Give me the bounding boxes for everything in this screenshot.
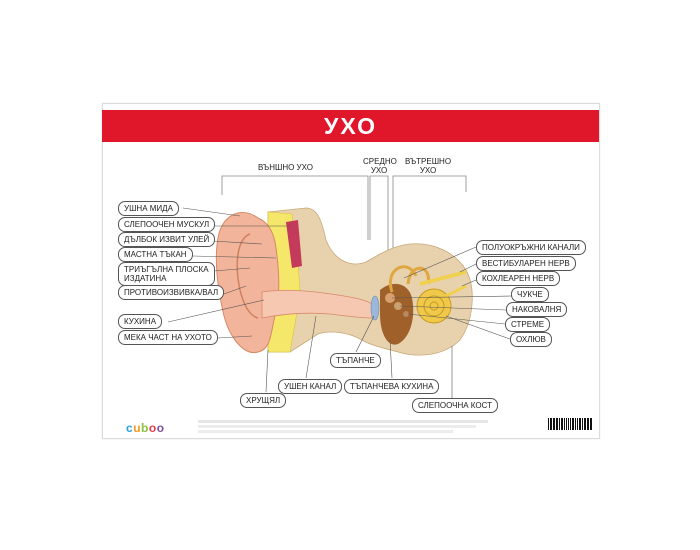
- ear-illustration: [215, 207, 473, 356]
- label-stapes: СТРЕМЕ: [505, 317, 551, 332]
- stapes: [403, 311, 409, 317]
- incus: [394, 302, 402, 310]
- section-middle-line2: УХО: [370, 166, 388, 175]
- section-middle-ear: СРЕДНО УХО: [363, 157, 397, 175]
- label-triangular-fossa-line2: ИЗДАТИНА: [124, 274, 167, 283]
- section-inner-line2: УХО: [419, 166, 437, 175]
- brand-logo-text: cuboo: [126, 421, 165, 435]
- middle-ear-bracket: [369, 175, 389, 250]
- label-cartilage: ХРУЩЯЛ: [240, 393, 287, 408]
- label-tympanic-cavity: ТЪПАНЧЕВА КУХИНА: [344, 379, 440, 394]
- label-antihelix: ПРОТИВОИЗВИВКА/ВАЛ: [118, 285, 225, 300]
- temporal-muscle: [286, 220, 302, 268]
- brand-logo: cuboo: [126, 421, 165, 435]
- barcode: [548, 418, 592, 432]
- section-middle-line1: СРЕДНО: [363, 157, 397, 166]
- label-auricle: УШНА МИДА: [118, 201, 179, 216]
- cochlear-nerve: [445, 284, 467, 298]
- label-deep-groove: ДЪЛБОК ИЗВИТ УЛЕЙ: [118, 232, 216, 247]
- label-cochlear-nerve: КОХЛЕАРЕН НЕРВ: [476, 271, 561, 286]
- leader-lines: [167, 207, 512, 398]
- antihelix-fold: [236, 233, 259, 319]
- inner-ear-bracket: [392, 175, 467, 250]
- section-inner-ear: ВЪТРЕШНО УХО: [403, 157, 453, 175]
- outer-ear-bracket: [221, 175, 369, 240]
- label-cochlea: ОХЛЮВ: [510, 332, 552, 347]
- vestibular-nerve: [419, 270, 467, 286]
- section-outer-ear: ВЪНШНО УХО: [258, 163, 313, 172]
- title-banner: УХО: [102, 110, 599, 142]
- label-fat-tissue: МАСТНА ТЪКАН: [118, 247, 193, 262]
- label-concha: КУХИНА: [118, 314, 163, 329]
- temporal-bone: [267, 207, 473, 356]
- label-triangular-fossa: ТРИЪГЪЛНА ПЛОСКА ИЗДАТИНА: [118, 262, 215, 286]
- eardrum: [370, 295, 380, 321]
- label-temporal-muscle: СЛЕПООЧЕН МУСКУЛ: [118, 217, 216, 232]
- label-incus: НАКОВАЛНЯ: [506, 302, 568, 317]
- label-semicircular-canals: ПОЛУОКРЪЖНИ КАНАЛИ: [476, 240, 586, 255]
- section-inner-line1: ВЪТРЕШНО: [404, 157, 452, 166]
- footer-fine-print: [198, 420, 488, 433]
- label-vestibular-nerve: ВЕСТИБУЛАРЕН НЕРВ: [476, 256, 576, 271]
- label-eardrum: ТЪПАНЧЕ: [330, 353, 381, 368]
- section-brackets: [221, 175, 467, 250]
- label-malleus: ЧУКЧЕ: [511, 287, 549, 302]
- label-temporal-bone: СЛЕПООЧНА КОСТ: [412, 398, 498, 413]
- malleus: [385, 293, 395, 303]
- label-earlobe: МЕКА ЧАСТ НА УХОТО: [118, 330, 218, 345]
- auricle: [215, 212, 280, 354]
- page-title: УХО: [324, 112, 377, 139]
- label-triangular-fossa-line1: ТРИЪГЪЛНА ПЛОСКА: [124, 265, 209, 274]
- label-ear-canal: УШЕН КАНАЛ: [278, 379, 343, 394]
- semicircular-canals: [388, 265, 430, 293]
